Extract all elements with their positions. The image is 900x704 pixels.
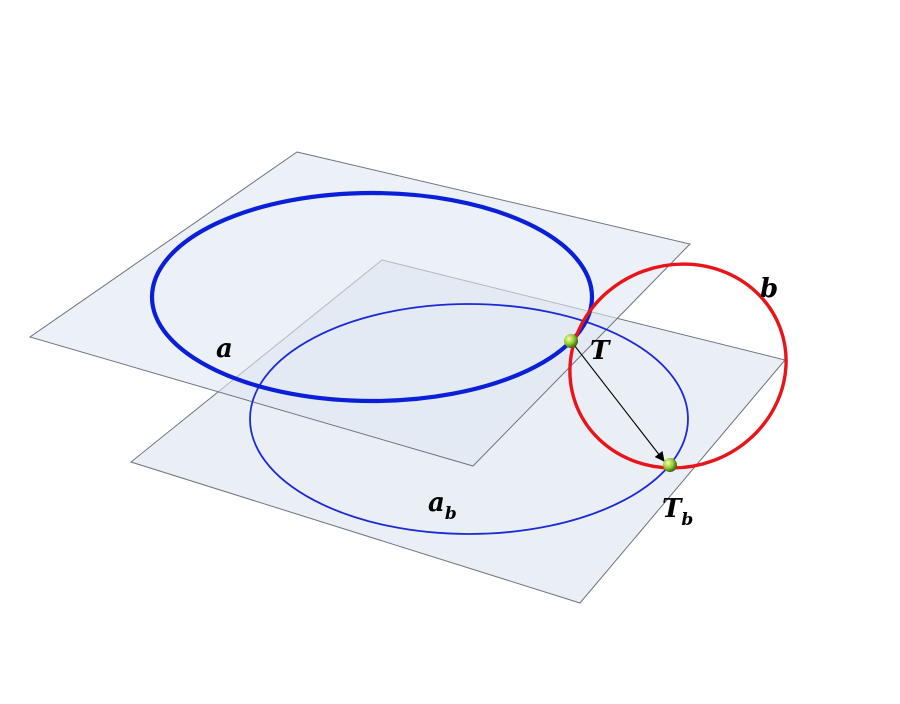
label-b: b bbox=[760, 274, 778, 304]
label-ab-sub: b bbox=[445, 504, 457, 524]
label-Tb: Tb bbox=[662, 494, 693, 530]
projection-arrow bbox=[570, 340, 665, 462]
point-T bbox=[564, 334, 578, 348]
label-T: T bbox=[590, 336, 611, 366]
upper-plane bbox=[28, 151, 691, 467]
point-Tb bbox=[663, 458, 677, 472]
label-ab-base: a bbox=[428, 488, 445, 518]
label-ab: ab bbox=[428, 488, 457, 524]
circle-b bbox=[568, 262, 788, 470]
label-Tb-sub: b bbox=[681, 510, 693, 530]
label-Tb-base: T bbox=[662, 494, 683, 524]
label-a: a bbox=[216, 334, 233, 364]
projected-circle-ab bbox=[249, 303, 689, 535]
circle-a bbox=[149, 190, 595, 404]
